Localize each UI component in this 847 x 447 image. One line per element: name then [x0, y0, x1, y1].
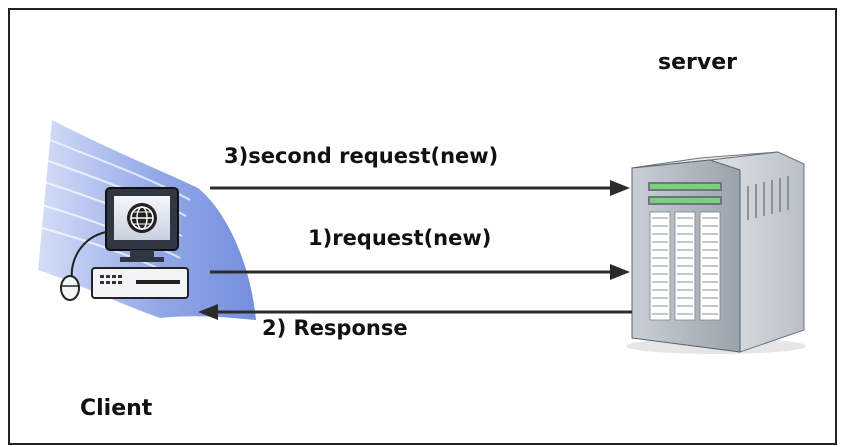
arrow-response	[198, 304, 632, 320]
response-label: 2) Response	[262, 316, 408, 340]
computer-icon	[38, 120, 256, 320]
request-label: 1)request(new)	[308, 226, 492, 250]
second-request-label: 3)second request(new)	[224, 144, 499, 168]
server-tower-icon	[626, 151, 806, 354]
client-label: Client	[80, 396, 153, 421]
server-label: server	[658, 50, 737, 75]
arrow-second-request	[210, 180, 630, 196]
arrow-request	[210, 264, 630, 280]
